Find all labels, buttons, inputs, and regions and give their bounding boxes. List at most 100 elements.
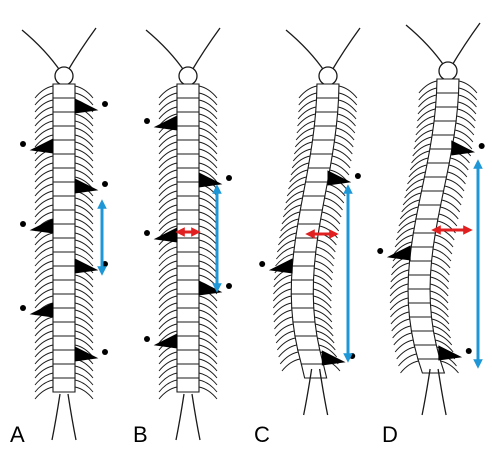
contact-point <box>20 221 26 227</box>
leg <box>275 324 293 336</box>
body-segment <box>418 359 444 373</box>
leg <box>446 179 464 191</box>
cercus-right <box>192 394 200 440</box>
leg <box>395 340 413 352</box>
leg <box>432 256 450 268</box>
leg <box>434 242 452 254</box>
body-segment <box>177 350 199 364</box>
centipede-panel-a <box>20 28 108 440</box>
body-segment <box>177 98 199 112</box>
body-segment <box>291 280 313 294</box>
cercus-left <box>422 369 430 415</box>
body-segment <box>293 322 317 336</box>
body-segment <box>177 308 199 322</box>
antenna-left <box>146 30 185 72</box>
body-segment <box>53 350 75 364</box>
stance-leg <box>31 139 53 153</box>
body-segment <box>408 261 431 275</box>
contact-point <box>102 349 108 355</box>
body-segment <box>413 219 438 233</box>
body-segment <box>177 238 199 252</box>
body-segment <box>53 294 75 308</box>
body-segment <box>53 224 75 238</box>
leg <box>317 240 335 252</box>
body-segment <box>416 205 441 219</box>
contact-point <box>479 143 485 149</box>
stance-leg <box>31 303 53 317</box>
body-segment <box>408 303 431 317</box>
centipede-panel-b <box>144 28 232 440</box>
leg <box>435 235 453 247</box>
body-segment <box>296 224 320 238</box>
body-segment <box>177 182 199 196</box>
stance-leg <box>328 171 350 185</box>
body-segment <box>317 84 339 98</box>
contact-point <box>226 283 232 289</box>
leg <box>316 254 334 266</box>
leg <box>282 359 300 371</box>
body-segment <box>295 336 320 350</box>
cercus-right <box>68 394 76 440</box>
head <box>179 67 197 85</box>
leg <box>319 226 337 238</box>
head <box>319 67 337 85</box>
leg <box>459 81 477 93</box>
contact-point <box>259 261 265 267</box>
body-segment <box>53 84 75 98</box>
antenna-left <box>406 25 445 67</box>
contact-point <box>144 118 150 124</box>
body-segment <box>53 364 75 378</box>
body-segment <box>427 149 452 163</box>
leg <box>450 158 468 170</box>
body-segment <box>291 266 314 280</box>
body-segment <box>434 107 457 121</box>
antenna-right <box>331 28 360 72</box>
contact-point <box>349 353 355 359</box>
body-segment <box>53 336 75 350</box>
head <box>55 67 73 85</box>
body-segment <box>53 112 75 126</box>
body-segment <box>53 196 75 210</box>
body-segment <box>177 336 199 350</box>
body-segment <box>177 112 199 126</box>
body-segment <box>411 331 436 345</box>
body-segment <box>53 98 75 112</box>
stance-leg <box>75 347 97 361</box>
leg <box>335 135 353 147</box>
leg <box>394 333 412 345</box>
antenna-right <box>191 28 220 72</box>
body-segment <box>424 163 449 177</box>
body-segment <box>294 238 318 252</box>
body-segment <box>177 252 199 266</box>
centipede-panel-d <box>377 23 484 415</box>
body-segment <box>53 322 75 336</box>
body-segment <box>414 345 440 359</box>
contact-point <box>226 175 232 181</box>
body-segment <box>177 126 199 140</box>
body-segment <box>53 378 75 392</box>
body-segment <box>306 168 331 182</box>
leg <box>455 130 473 142</box>
body-segment <box>53 154 75 168</box>
contact-point <box>466 348 472 354</box>
body-segment <box>53 266 75 280</box>
body-segment <box>301 364 326 378</box>
body-segment <box>53 238 75 252</box>
body-segment <box>177 280 199 294</box>
antenna-left <box>286 30 325 72</box>
body-segment <box>419 191 444 205</box>
body-segment <box>53 126 75 140</box>
stance-leg <box>75 179 97 193</box>
panel-label-a: A <box>10 422 25 447</box>
leg <box>322 212 340 224</box>
leg <box>334 142 352 154</box>
contact-point <box>144 336 150 342</box>
contact-point <box>144 230 150 236</box>
contact-point <box>20 141 26 147</box>
antenna-right <box>67 28 96 72</box>
body-segment <box>53 140 75 154</box>
body-segment <box>177 266 199 280</box>
body-segment <box>53 168 75 182</box>
leg <box>398 354 416 366</box>
body-segment <box>308 154 332 168</box>
